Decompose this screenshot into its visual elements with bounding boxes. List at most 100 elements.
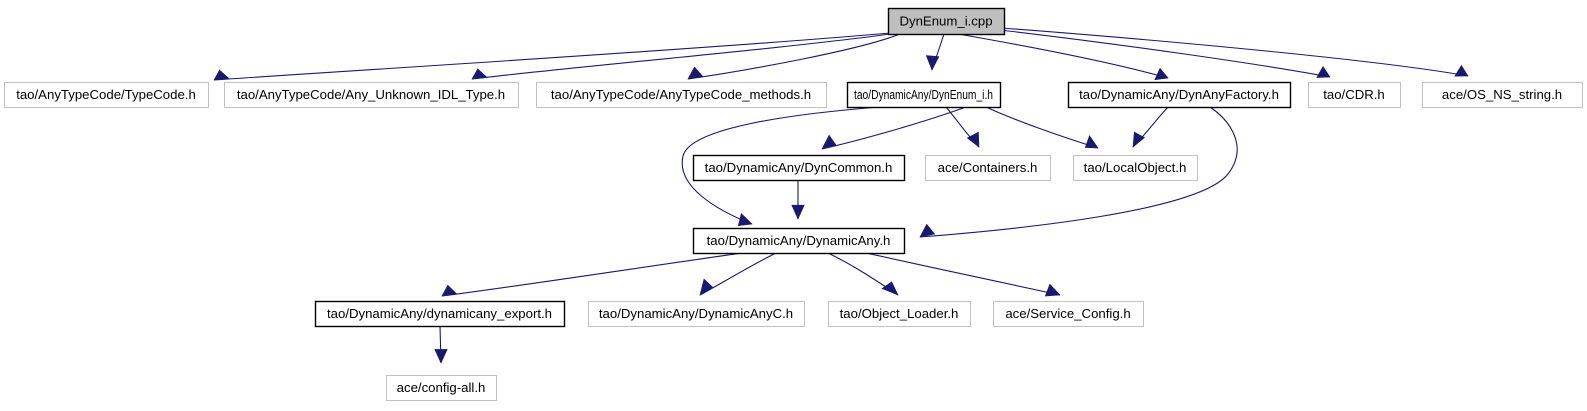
dependency-edge: [471, 33, 891, 80]
dependency-edge: [985, 106, 1099, 149]
node-label: tao/Object_Loader.h: [840, 306, 959, 321]
node-box[interactable]: [224, 82, 519, 108]
dependency-edge: [957, 33, 1169, 81]
dependency-edge: [925, 33, 945, 71]
graph-node[interactable]: tao/AnyTypeCode/AnyTypeCode_methods.h: [536, 82, 827, 108]
node-box[interactable]: [828, 301, 971, 327]
node-label: tao/DynamicAny/DynamicAnyC.h: [599, 306, 793, 321]
edge-line: [471, 33, 891, 80]
node-label: tao/CDR.h: [1323, 87, 1385, 102]
graph-node[interactable]: DynEnum_i.cpp: [887, 7, 1006, 36]
graph-node[interactable]: ace/Containers.h: [925, 155, 1051, 181]
node-label: DynEnum_i.cpp: [899, 13, 992, 28]
graph-node[interactable]: tao/DynamicAny/DynAnyFactory.h: [1067, 81, 1292, 109]
dependency-edge: [213, 32, 891, 81]
dependency-edge: [821, 106, 967, 150]
edge-line: [441, 252, 743, 297]
edge-line: [821, 106, 967, 150]
node-box[interactable]: [887, 7, 1006, 36]
node-box[interactable]: [1073, 155, 1198, 181]
arrowhead-icon: [213, 69, 230, 81]
dependency-edge: [434, 325, 448, 364]
dependency-edge: [441, 252, 743, 297]
graph-node[interactable]: tao/AnyTypeCode/TypeCode.h: [4, 82, 209, 108]
arrowhead-icon: [1316, 66, 1331, 78]
arrowhead-icon: [441, 284, 458, 297]
graph-node[interactable]: tao/LocalObject.h: [1073, 155, 1198, 181]
node-label: tao/DynamicAny/DynCommon.h: [705, 160, 893, 175]
dependency-edge: [791, 180, 805, 220]
graph-node[interactable]: tao/DynamicAny/DynCommon.h: [692, 154, 906, 182]
arrowhead-icon: [1084, 135, 1099, 149]
dependency-edge: [681, 106, 881, 227]
node-box[interactable]: [4, 82, 209, 108]
node-box[interactable]: [1067, 81, 1292, 109]
graph-node[interactable]: tao/Object_Loader.h: [828, 301, 971, 327]
arrowhead-icon: [919, 223, 936, 238]
graph-node[interactable]: tao/DynamicAny/DynamicAnyC.h: [588, 301, 805, 327]
arrowhead-icon: [925, 55, 940, 71]
edge-line: [865, 252, 1061, 296]
node-box[interactable]: [588, 301, 805, 327]
node-box[interactable]: [692, 227, 906, 255]
arrowhead-icon: [687, 66, 704, 80]
node-label: tao/AnyTypeCode/TypeCode.h: [16, 87, 196, 102]
arrowhead-icon: [699, 278, 714, 296]
dependency-edge: [945, 106, 980, 148]
node-layer: DynEnum_i.cpp tao/AnyTypeCode/TypeCode.h t…: [4, 7, 1583, 401]
edge-line: [985, 106, 1099, 149]
node-label: ace/Containers.h: [938, 160, 1038, 175]
node-box[interactable]: [314, 300, 566, 328]
arrowhead-icon: [821, 134, 837, 150]
dependency-edge: [1001, 27, 1469, 77]
node-box[interactable]: [386, 375, 497, 401]
graph-node[interactable]: ace/config-all.h: [386, 375, 497, 401]
node-box[interactable]: [925, 155, 1051, 181]
edge-line: [919, 106, 1238, 238]
edge-line: [681, 106, 881, 225]
arrowhead-icon: [434, 349, 448, 364]
edge-line: [687, 33, 901, 80]
node-label: ace/Service_Config.h: [1005, 306, 1130, 321]
edge-layer: [213, 27, 1469, 364]
dependency-edge: [1132, 106, 1169, 148]
dependency-edge: [865, 252, 1061, 297]
node-box[interactable]: [536, 82, 827, 108]
node-box[interactable]: [692, 154, 906, 182]
arrowhead-icon: [881, 281, 899, 296]
node-box[interactable]: [1308, 82, 1401, 108]
edge-line: [999, 29, 1331, 78]
edge-line: [213, 32, 891, 81]
node-label: tao/DynamicAny/DynAnyFactory.h: [1079, 87, 1279, 102]
arrowhead-icon: [1044, 283, 1061, 297]
graph-node[interactable]: tao/DynamicAny/DynEnum_i.h: [846, 81, 1002, 109]
graph-node[interactable]: tao/DynamicAny/DynamicAny.h: [692, 227, 906, 255]
graph-node[interactable]: tao/AnyTypeCode/Any_Unknown_IDL_Type.h: [224, 82, 519, 108]
dependency-edge: [687, 33, 901, 80]
dependency-edge: [919, 106, 1238, 238]
arrowhead-icon: [791, 204, 805, 220]
graph-node[interactable]: ace/OS_NS_string.h: [1422, 82, 1583, 108]
arrowhead-icon: [737, 213, 753, 227]
node-label: tao/AnyTypeCode/Any_Unknown_IDL_Type.h: [237, 87, 505, 102]
graph-node[interactable]: tao/DynamicAny/dynamicany_export.h: [314, 300, 566, 328]
arrowhead-icon: [1154, 67, 1169, 81]
node-label: tao/LocalObject.h: [1084, 160, 1187, 175]
arrowhead-icon: [471, 68, 488, 80]
graph-node[interactable]: tao/CDR.h: [1308, 82, 1401, 108]
node-label: ace/OS_NS_string.h: [1442, 87, 1562, 102]
graph-node[interactable]: ace/Service_Config.h: [993, 301, 1144, 327]
node-box[interactable]: [993, 301, 1144, 327]
arrowhead-icon: [1454, 64, 1469, 77]
node-box[interactable]: [1422, 82, 1583, 108]
dependency-edge: [999, 29, 1331, 78]
arrowhead-icon: [1132, 131, 1146, 148]
node-label: tao/AnyTypeCode/AnyTypeCode_methods.h: [551, 87, 811, 102]
node-label: tao/DynamicAny/DynEnum_i.h: [854, 87, 993, 102]
node-label: ace/config-all.h: [397, 380, 486, 395]
node-box[interactable]: [846, 81, 1002, 109]
edge-line: [957, 33, 1169, 79]
dependency-edge: [699, 252, 777, 296]
